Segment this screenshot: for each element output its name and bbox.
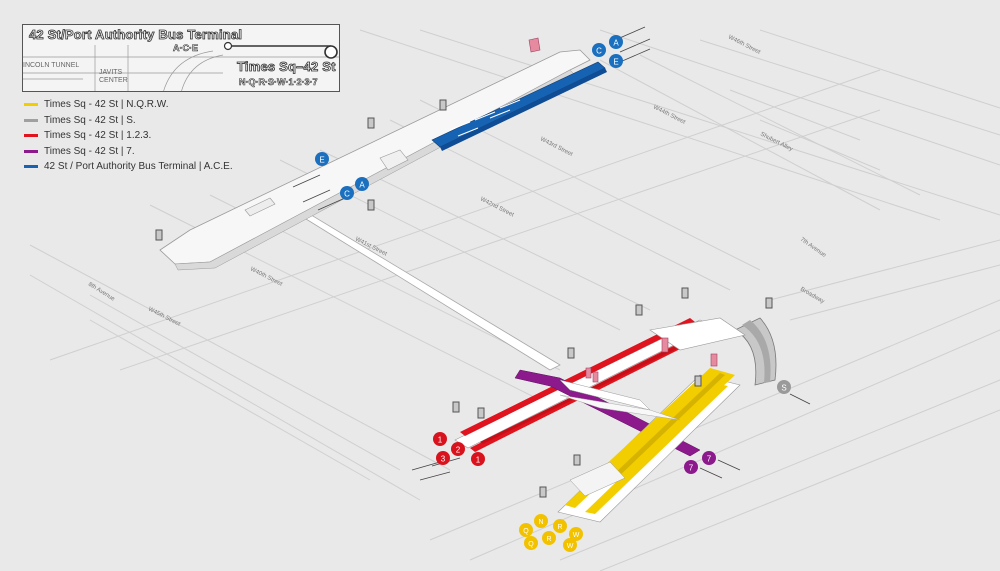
route-a-text: A [613, 39, 619, 48]
stair-icons [155, 99, 773, 498]
elevator-markers [585, 337, 718, 383]
inset-sub-times-sq: N·Q·R·S·W·1·2·3·7 [239, 77, 318, 88]
legend-item-123: Times Sq - 42 St | 1.2.3. [24, 128, 233, 144]
legend-label: Times Sq - 42 St | 7. [44, 145, 135, 157]
legend-swatch [24, 149, 38, 153]
route-r-text: R [546, 536, 551, 543]
route-q-text: Q [523, 528, 529, 535]
route-e-bullet[interactable] [609, 54, 623, 68]
route-w-text: W [573, 532, 580, 539]
route-7-text: 7 [689, 464, 694, 473]
route-r-bullet[interactable] [553, 519, 567, 533]
shuttle-bullet: S [777, 380, 791, 394]
legend-item-7: Times Sq - 42 St | 7. [24, 144, 233, 160]
passageway [283, 203, 561, 371]
legend-swatch [24, 118, 38, 122]
route-w-bullet[interactable] [563, 538, 577, 552]
route-c-text: C [596, 47, 602, 56]
route-n-bullet[interactable] [534, 514, 548, 528]
line-legend: Times Sq - 42 St | N.Q.R.W. Times Sq - 4… [24, 97, 233, 175]
route-q-text: Q [528, 541, 534, 548]
inset-map: 42 St/Port Authority Bus Terminal A·C·E … [22, 24, 340, 92]
route-c-text: C [344, 190, 350, 199]
route-e-text: E [613, 58, 618, 67]
shuttle-s-platform [559, 317, 777, 421]
route-w-bullet[interactable] [569, 527, 583, 541]
ace-top-bullets: C A E [592, 35, 623, 68]
inset-sub-ace: A·C·E [173, 43, 199, 54]
legend-item-ace: 42 St / Port Authority Bus Terminal | A.… [24, 159, 233, 175]
legend-label: Times Sq - 42 St | S. [44, 114, 136, 126]
route-3-text: 3 [441, 455, 446, 464]
direction-arrows [292, 26, 811, 481]
route-1-text: 1 [438, 436, 443, 445]
ace-mid-bullets: E C A [315, 152, 369, 200]
route-1-text: 1 [476, 456, 481, 465]
inset-map-lines [23, 41, 339, 91]
route-3-bullet[interactable] [436, 451, 450, 465]
route-a-bullet[interactable] [609, 35, 623, 49]
route-a-bullet[interactable] [355, 177, 369, 191]
legend-swatch [24, 103, 38, 107]
route-e-bullet[interactable] [315, 152, 329, 166]
inset-title-port-authority: 42 St/Port Authority Bus Terminal [29, 27, 243, 43]
inset-title-times-sq: Times Sq–42 St [237, 59, 336, 75]
yellow-bullets: N Q R W Q R W [519, 514, 583, 552]
legend-item-nqrw: Times Sq - 42 St | N.Q.R.W. [24, 97, 233, 113]
route-s-text: S [781, 384, 786, 393]
route-1-bullet[interactable] [471, 452, 485, 466]
legend-label: Times Sq - 42 St | 1.2.3. [44, 130, 152, 142]
route-n-text: N [538, 519, 543, 526]
route-e-text: E [319, 156, 324, 165]
legend-swatch [24, 165, 38, 169]
route-7-text: 7 [707, 455, 712, 464]
route-q-bullet[interactable] [519, 523, 533, 537]
legend-item-s: Times Sq - 42 St | S. [24, 113, 233, 129]
route-7-bullet[interactable] [684, 460, 698, 474]
street-label-w43: W43rd Street [539, 136, 574, 158]
route-r-text: R [557, 524, 562, 531]
route-a-text: A [359, 181, 365, 190]
legend-label: 42 St / Port Authority Bus Terminal | A.… [44, 161, 233, 173]
route-1-bullet[interactable] [433, 432, 447, 446]
route-c-bullet[interactable] [592, 43, 606, 57]
yellow-nqrw-platform [557, 368, 741, 523]
route-w-text: W [567, 543, 574, 550]
route-2-bullet[interactable] [451, 442, 465, 456]
route-c-bullet[interactable] [340, 186, 354, 200]
street-label-w46: W46th Street [727, 34, 761, 55]
route-r-bullet[interactable] [542, 531, 556, 545]
inset-label-javits: JAVITS CENTER [99, 69, 128, 84]
street-label-w44: W44th Street [652, 104, 686, 125]
seven-bullets: 7 7 [684, 451, 716, 474]
route-2-text: 2 [456, 446, 461, 455]
street-label-seventh: 7th Avenue [799, 237, 827, 259]
red-bullets: 1 2 3 1 [433, 432, 485, 466]
route-q-bullet[interactable] [524, 536, 538, 550]
inset-label-tunnel: INCOLN TUNNEL [23, 62, 80, 69]
route-7-bullet[interactable] [702, 451, 716, 465]
ace-platform [159, 37, 607, 271]
street-label-eighth: 8th Avenue [87, 282, 116, 303]
route-s-bullet[interactable] [777, 380, 791, 394]
legend-swatch [24, 134, 38, 138]
legend-label: Times Sq - 42 St | N.Q.R.W. [44, 99, 169, 111]
